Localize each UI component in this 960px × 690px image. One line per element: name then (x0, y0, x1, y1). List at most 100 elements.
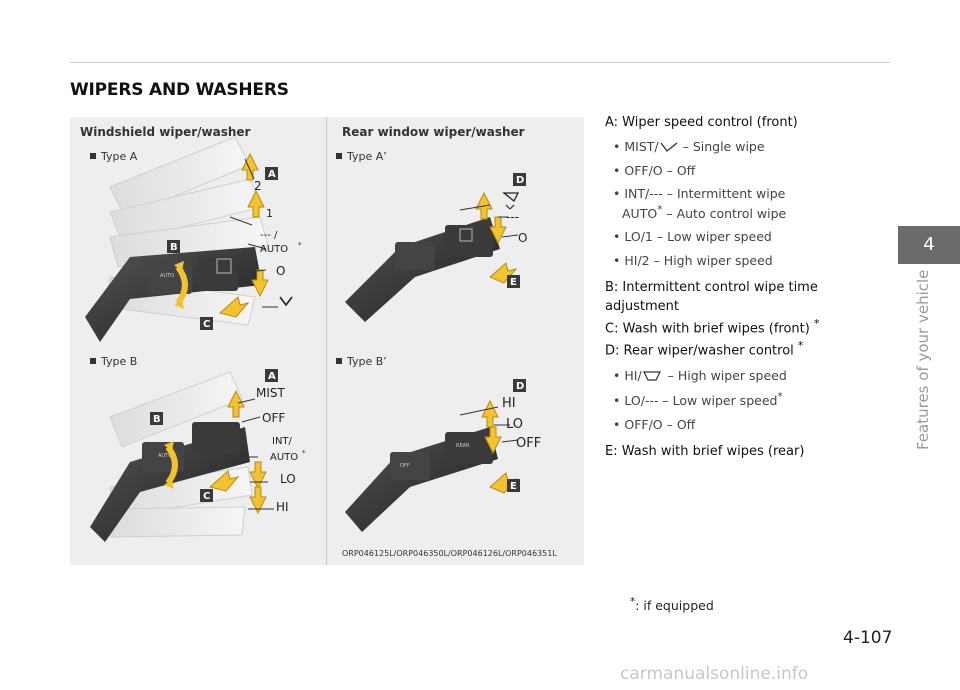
label-d-text: D (516, 175, 524, 186)
asterisk-b: * (302, 449, 306, 457)
label-box-b-b (150, 412, 163, 425)
chapter-title-text: Features of your vehicle (914, 269, 932, 450)
windshield-heading: Windshield wiper/washer (80, 125, 251, 139)
page-number: 4-107 (843, 628, 893, 648)
item-int: • INT/--- – Intermittent wipe AUTO* – Au… (605, 185, 880, 222)
label-off-b: OFF (262, 411, 285, 425)
item-mist: • MIST/ – Single wipe (613, 139, 765, 155)
heading-d-asterisk: * (797, 339, 804, 353)
auto-suffix: – Auto control wipe (662, 205, 787, 221)
watermark: carmanualsonline.info (620, 664, 809, 684)
label-2: 2 (254, 179, 262, 193)
label-box-b (167, 240, 180, 253)
top-rule (70, 62, 890, 63)
wiper-illustration: AUTO A B C 2 1 --- / AUTO * O (85, 136, 541, 542)
int-text: INT/--- – Intermittent wipe (624, 186, 786, 202)
type-a2-label: Type A’ (336, 150, 387, 163)
off-text: OFF/O – Off (624, 162, 696, 178)
label-zero-a: O (276, 264, 285, 278)
footnote-asterisk: * (630, 596, 636, 608)
label-box-c-b (200, 489, 213, 502)
d-off-text: OFF/O – Off (624, 416, 696, 432)
label-d-b-text: D (516, 381, 524, 392)
asterisk-a: * (298, 241, 302, 249)
label-e-b-text: E (510, 481, 517, 492)
footnote: *: if equipped (630, 596, 714, 613)
type-b2-lever-drawing: REAR OFF D E HI LO OFF (345, 379, 541, 532)
label-mist: MIST (256, 386, 286, 400)
d-lo-asterisk: * (777, 391, 783, 404)
item-d-hi: • HI/ – High wiper speed (613, 367, 787, 383)
chapter-title: Features of your vehicle (906, 270, 932, 460)
type-b-label: Type B (90, 355, 137, 368)
mist-icon (279, 296, 293, 307)
d-lo-text: LO/--- – Low wiper speed (624, 393, 778, 409)
label-a-text: A (268, 169, 276, 180)
label-box-a (265, 167, 278, 180)
item-hi: • HI/2 – High wiper speed (613, 252, 773, 268)
auto-asterisk: * (657, 203, 663, 216)
label-box-d (513, 173, 526, 186)
heading-a: A: Wiper speed control (front) (605, 115, 798, 130)
type-b-lever-drawing: AUTO A B C MIST OFF INT/ AUTO * LO HI (90, 369, 306, 542)
stalk-auto-a: AUTO (160, 273, 174, 279)
label-hi-b: HI (276, 500, 289, 514)
hi-text: HI/2 – High wiper speed (624, 252, 773, 268)
auto-prefix: AUTO (622, 205, 658, 221)
type-a2-lever-drawing: D E --- O (345, 173, 527, 322)
item-auto: AUTO* – Auto control wipe (613, 203, 880, 223)
label-box-e-b (507, 479, 520, 492)
description-panel: A: Wiper speed control (front) • MIST/ –… (605, 114, 880, 462)
label-dashes-a2: --- (506, 210, 519, 224)
d-hi-suffix: – High wiper speed (663, 367, 787, 383)
heading-b: B: Intermittent control wipe time adjust… (605, 280, 818, 314)
stalk-rear: REAR (456, 443, 470, 449)
label-c-b-text: C (203, 491, 210, 502)
heading-d-text: D: Rear wiper/washer control (605, 343, 794, 359)
label-e-text: E (510, 277, 517, 288)
label-b-text: B (170, 242, 178, 253)
type-b2-label: Type B’ (336, 355, 387, 368)
wiper-figure: Windshield wiper/washer Rear window wipe… (70, 117, 584, 565)
d-hi-prefix: HI/ (624, 367, 642, 383)
label-auto-b: AUTO (270, 452, 298, 463)
mist-prefix: MIST/ (624, 139, 659, 155)
label-lo-b: LO (280, 472, 296, 486)
label-a-b-text: A (268, 371, 276, 382)
single-wipe-icon (660, 142, 678, 153)
label-zero-a2: O (518, 231, 527, 245)
label-b-b-text: B (153, 414, 161, 425)
lo-text: LO/1 – Low wiper speed (624, 229, 772, 245)
label-box-a-b (265, 369, 278, 382)
heading-c-text: C: Wash with brief wipes (front) (605, 321, 810, 337)
label-hi-b2: HI (502, 396, 516, 411)
figure-caption: ORP046125L/ORP046350L/ORP046126L/ORP0463… (342, 549, 557, 558)
label-box-c (200, 317, 213, 330)
heading-d: D: Rear wiper/washer control * (605, 338, 880, 361)
label-int: INT/ (272, 436, 293, 447)
type-a-lever-drawing: AUTO A B C 2 1 --- / AUTO * O (85, 136, 302, 342)
chapter-tab: 4 (898, 226, 960, 264)
item-off: • OFF/O – Off (613, 162, 696, 178)
label-box-e (507, 275, 520, 288)
item-d-off: • OFF/O – Off (613, 416, 696, 432)
label-c-text: C (203, 319, 210, 330)
heading-c: C: Wash with brief wipes (front) * (605, 316, 880, 339)
high-wipe-icon (642, 371, 661, 381)
label-off-b2: OFF (516, 436, 541, 451)
stalk-off: OFF (400, 463, 410, 469)
mist-suffix: – Single wipe (678, 139, 765, 155)
stalk-auto-b: AUTO (158, 453, 172, 459)
item-lo: • LO/1 – Low wiper speed (613, 229, 772, 245)
footnote-text: : if equipped (635, 598, 714, 614)
label-auto-a: AUTO (260, 244, 288, 255)
page-title: WIPERS AND WASHERS (70, 80, 289, 100)
label-box-d-b (513, 379, 526, 392)
rear-heading: Rear window wiper/washer (342, 125, 525, 139)
label-1: 1 (266, 207, 273, 220)
item-d-lo: • LO/--- – Low wiper speed* (613, 391, 783, 409)
wiper-spray-icon (502, 192, 520, 210)
heading-c-asterisk: * (813, 316, 820, 330)
figure-divider (326, 117, 327, 565)
label-lo-b2: LO (506, 417, 523, 432)
